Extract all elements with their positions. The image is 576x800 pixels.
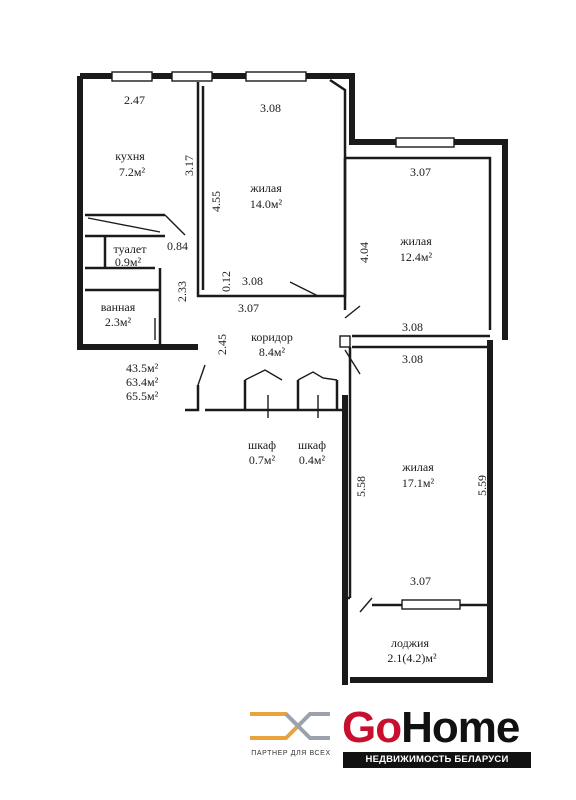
room-toilet-name: туалет	[114, 242, 148, 256]
kitchen-counter	[87, 217, 161, 233]
dim-living3-bottom: 3.07	[410, 574, 431, 588]
door-living2	[344, 305, 361, 319]
window-kitchen	[111, 71, 153, 82]
room-labels: кухня 7.2м² туалет 0.9м² ванная 2.3м² жи…	[101, 149, 437, 665]
room-toilet-area: 0.9м²	[115, 255, 142, 269]
brand-go: Go	[342, 703, 402, 752]
partner-mark-icon	[250, 712, 330, 740]
room-living1-name: жилая	[249, 181, 282, 195]
dim-living3-top: 3.08	[402, 352, 423, 366]
room-loggia-name: лоджия	[391, 636, 429, 650]
brand-home: Home	[401, 703, 520, 752]
door-entrance	[197, 364, 206, 386]
room-living1-area: 14.0м²	[250, 197, 283, 211]
wall-living2	[345, 156, 492, 330]
door-living3	[344, 349, 361, 375]
doors	[87, 214, 373, 613]
dim-bath-depth: 2.33	[175, 281, 189, 302]
dimension-labels: 2.47 3.08 3.17 4.55 0.84 2.33 0.12 3.08 …	[124, 93, 489, 588]
room-closet2-name: шкаф	[298, 438, 326, 452]
partner-tagline: ПАРТНЕР ДЛЯ ВСЕХ	[251, 750, 331, 757]
room-closet2-area: 0.4м²	[299, 453, 326, 467]
wall-living1	[196, 78, 347, 298]
corridor-post	[339, 335, 351, 348]
window-living1-a	[171, 71, 213, 82]
window-living2	[395, 137, 455, 148]
room-kitchen-name: кухня	[115, 149, 145, 163]
dim-living2-side: 4.04	[357, 242, 371, 263]
total-area: 63.4м²	[126, 375, 159, 389]
dim-living2-top: 3.07	[410, 165, 431, 179]
interior-walls	[85, 78, 492, 620]
door-kitchen	[164, 214, 186, 236]
dim-passage: 0.84	[167, 239, 188, 253]
room-corridor-name: коридор	[251, 330, 293, 344]
dim-living1-outer: 3.07	[238, 301, 259, 315]
room-loggia-area: 2.1(4.2)м²	[387, 651, 437, 665]
brand-wordmark: GoHome	[342, 703, 520, 752]
room-living3-area: 17.1м²	[402, 476, 435, 490]
window-living1-b	[245, 71, 307, 82]
dim-living2-bottom: 3.08	[402, 320, 423, 334]
total-area-loggia: 65.5м²	[126, 389, 159, 403]
wall-left	[77, 76, 198, 350]
room-closet1-name: шкаф	[248, 438, 276, 452]
dim-kitchen-depth: 3.17	[182, 155, 196, 176]
dim-living3-right: 5.59	[475, 475, 489, 496]
wall-loggia-door	[343, 596, 350, 620]
wall-top-right	[80, 73, 508, 340]
window-living3	[401, 599, 461, 610]
area-totals: 43.5м² 63.4м² 65.5м²	[126, 361, 159, 403]
door-loggia	[359, 597, 373, 613]
room-bath-name: ванная	[101, 300, 136, 314]
room-living2-area: 12.4м²	[400, 250, 433, 264]
door-closet-1	[244, 369, 283, 381]
door-closet-2	[297, 371, 338, 381]
room-corridor-area: 8.4м²	[259, 345, 286, 359]
wall-right-lower	[350, 340, 493, 683]
brand-tagline: НЕДВИЖИМОСТЬ БЕЛАРУСИ	[343, 752, 531, 768]
dim-corridor-depth: 2.45	[215, 334, 229, 355]
total-living-area: 43.5м²	[126, 361, 159, 375]
room-kitchen-area: 7.2м²	[119, 165, 146, 179]
gohome-logo: ПАРТНЕР ДЛЯ ВСЕХ GoHome НЕДВИЖИМОСТЬ БЕЛ…	[246, 703, 546, 776]
dim-living1-side: 4.55	[209, 191, 223, 212]
dim-living3-left: 5.58	[354, 476, 368, 497]
dim-living1-bottom: 3.08	[242, 274, 263, 288]
door-living1	[289, 281, 319, 297]
dim-living1-wall: 0.12	[219, 271, 233, 292]
room-living3-name: жилая	[401, 460, 434, 474]
room-living2-name: жилая	[399, 234, 432, 248]
dim-living1-top: 3.08	[260, 101, 281, 115]
room-closet1-area: 0.7м²	[249, 453, 276, 467]
wall-corridor-left	[185, 385, 200, 412]
room-bath-area: 2.3м²	[105, 315, 132, 329]
dim-kitchen-width: 2.47	[124, 93, 145, 107]
